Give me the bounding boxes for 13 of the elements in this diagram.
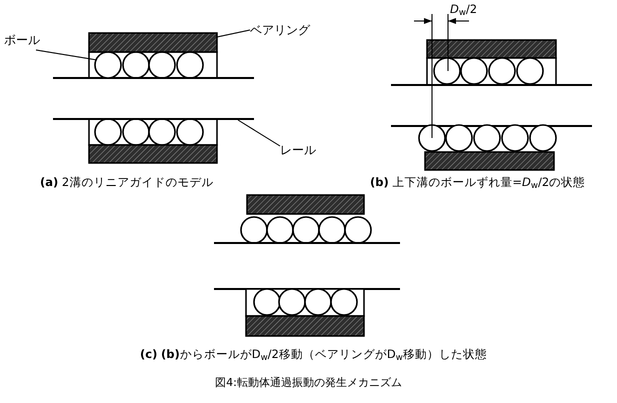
leader-line xyxy=(36,50,98,60)
figure-caption: 図4:転動体通過振動の発生メカニズム xyxy=(214,376,403,390)
figure-subcaption: (b) 上下溝のボールずれ量=D$_{w}$/2の状態 xyxy=(370,175,586,190)
part-label: ボール xyxy=(4,33,40,47)
part-label: ベアリング xyxy=(250,23,310,37)
dimension-label: D$_{w}$/2 xyxy=(450,2,478,17)
part-label: レール xyxy=(280,143,316,157)
figure-subcaption: (c) (b)からボールがD$_{w}$/2移動（ベアリングがD$_{w}$移動）した状態 xyxy=(140,347,487,362)
leader-line xyxy=(216,30,250,38)
ball xyxy=(94,51,122,79)
leader-line xyxy=(238,120,280,146)
figure-subcaption: (a) 2溝のリニアガイドのモデル xyxy=(40,175,214,190)
bearing-block xyxy=(88,32,218,53)
